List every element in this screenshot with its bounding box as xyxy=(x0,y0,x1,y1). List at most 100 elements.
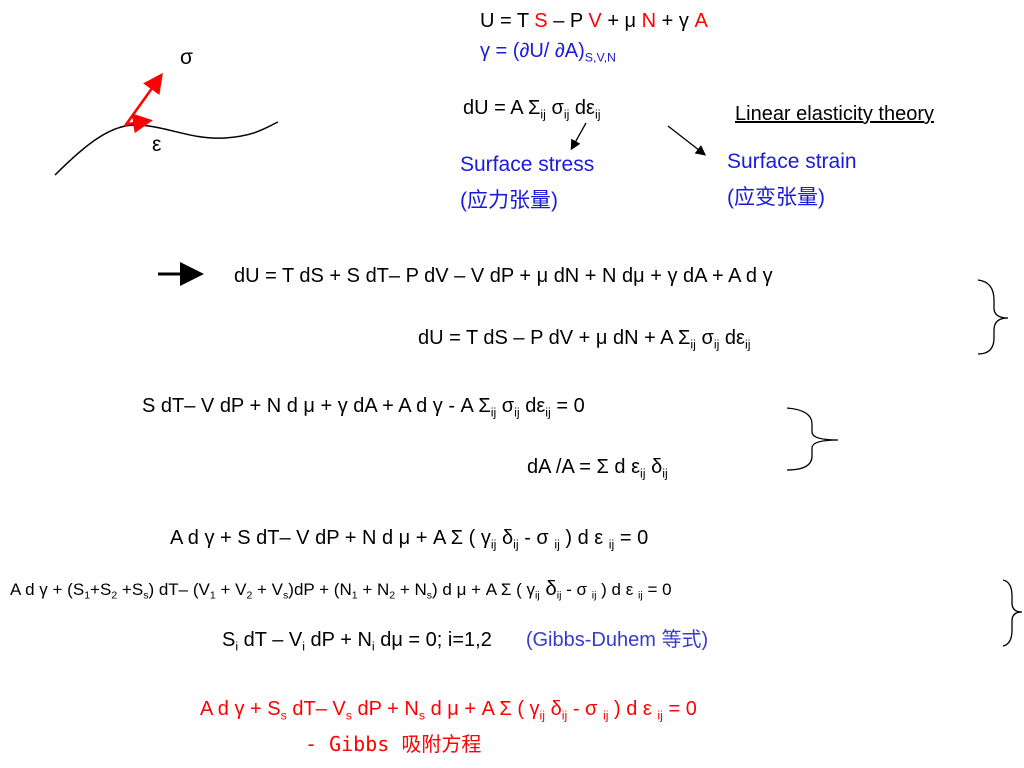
theory-title: Linear elasticity theory xyxy=(735,103,934,125)
eq-subscript: 1 xyxy=(84,589,91,602)
equation-8-gibbs-adsorption: A d γ + Ss dT– Vs dP + Ns d μ + A Σ ( γi… xyxy=(200,698,697,723)
eq-subscript: ij xyxy=(540,107,546,122)
energy-equation: U = T S – P V + μ N + γ A xyxy=(480,10,708,33)
sigma-arrow xyxy=(123,72,163,127)
eq-part: = 0 xyxy=(614,527,649,549)
eq-part: + V xyxy=(215,580,247,599)
epsilon-arrow xyxy=(127,113,153,134)
eq-part: σ xyxy=(496,395,515,417)
eq-subscript: ij xyxy=(713,337,720,352)
eq-part: ) dT– (V xyxy=(148,580,210,599)
eq-subscript: ij xyxy=(638,589,643,602)
eq-part: + μ xyxy=(601,10,642,32)
eq-part: σ xyxy=(695,327,714,349)
eq-subscript: 2 xyxy=(246,589,253,602)
eq-subscript: s xyxy=(280,708,287,723)
eq-subscript: s xyxy=(345,708,352,723)
eq-part: δ xyxy=(496,527,514,549)
eq-subscript: 2 xyxy=(389,589,396,602)
eq-subscript: ij xyxy=(744,337,751,352)
surface-strain-cn: (应变张量) xyxy=(727,186,825,209)
eq-part: + N xyxy=(357,580,390,599)
eq-part: = 0 xyxy=(642,580,672,599)
eq-subscript: 1 xyxy=(209,589,216,602)
eq-part: dT– V xyxy=(286,698,346,720)
eq-part: dT – V xyxy=(238,629,303,651)
eq-subscript: i xyxy=(302,639,305,654)
eq-subscript: ij xyxy=(591,589,597,602)
eq-part: ) d μ + A Σ ( γ xyxy=(432,580,536,599)
eq-subscript: ij xyxy=(490,405,497,420)
eq-part: δ xyxy=(645,456,663,478)
eq-part: A d γ + (S xyxy=(10,580,85,599)
eq-subscript: ij xyxy=(513,537,519,552)
surface-stress-cn: (应力张量) xyxy=(460,189,558,212)
equation-6: A d γ + (S1+S2 +Ss) dT– (V1 + V2 + Vs)dP… xyxy=(10,578,672,601)
eq-subscript: S,V,N xyxy=(584,50,617,65)
eq-part: dε xyxy=(719,327,745,349)
gibbs-duhem-note: (Gibbs-Duhem 等式) xyxy=(525,629,709,651)
eq-part: σ xyxy=(545,97,564,119)
equation-1: dU = T dS + S dT– P dV – V dP + μ dN + N… xyxy=(234,265,773,287)
eq-subscript: ij xyxy=(640,466,646,481)
eq-subscript: 2 xyxy=(111,589,118,602)
eq-subscript: ij xyxy=(662,466,668,481)
eq-part: - σ xyxy=(567,698,603,720)
eq-part: )dP + (N xyxy=(288,580,352,599)
eq-part: dP + N xyxy=(305,629,372,651)
eq-part: + V xyxy=(252,580,284,599)
eq-part: A d γ + S xyxy=(200,698,281,720)
eq-var-S: S xyxy=(534,10,548,32)
brace-2 xyxy=(786,407,839,471)
eq-part: dε xyxy=(569,97,595,119)
equation-5: A d γ + S dT– V dP + N d μ + A Σ ( γij δ… xyxy=(170,527,649,552)
equation-4: dA /A = Σ d εij δij xyxy=(527,456,668,481)
eq-subscript: i xyxy=(235,639,239,654)
strain-arrow xyxy=(667,125,707,156)
eq-part: U = T xyxy=(480,10,535,32)
eq-subscript: ij xyxy=(561,708,568,723)
eq-subscript: 1 xyxy=(351,589,358,602)
eq-subscript: s xyxy=(283,589,289,602)
eq-subscript: ij xyxy=(657,708,663,723)
eq-subscript: ij xyxy=(690,337,696,352)
eq-part: + N xyxy=(395,580,427,599)
surface-curve xyxy=(54,121,279,176)
eq-subscript: ij xyxy=(539,708,546,723)
eq-part: δ xyxy=(545,698,562,720)
eq-subscript: ij xyxy=(594,107,601,122)
eq-part: +S xyxy=(117,580,144,599)
eq-part: ) d ε xyxy=(596,580,639,599)
gibbs-adsorption-label: - Gibbs 吸附方程 xyxy=(305,732,482,756)
eq-part: + γ xyxy=(656,10,695,32)
eq-subscript: ij xyxy=(554,537,560,552)
eq-subscript: ij xyxy=(535,589,540,602)
elastic-du-equation: dU = A Σij σij dεij xyxy=(463,97,601,122)
eq-subscript: ij xyxy=(608,537,615,552)
eq-var-A: A xyxy=(694,10,708,32)
equation-7: Si dT – Vi dP + Ni dμ = 0; i=1,2(Gibbs-D… xyxy=(222,623,709,654)
eq-part: - σ xyxy=(518,527,555,549)
eq-subscript: s xyxy=(426,589,433,602)
eq-part: δ xyxy=(539,578,557,600)
eq-part: dε xyxy=(519,395,546,417)
eq-subscript: s xyxy=(418,708,426,723)
eq-part: +S xyxy=(90,580,112,599)
eq-part: A d γ + S dT– V dP + N d μ + A Σ ( γ xyxy=(170,527,491,549)
gamma-definition: γ = (∂U/ ∂A)S,V,N xyxy=(480,40,617,65)
eq-var-V: V xyxy=(588,10,602,32)
eq-part: γ = (∂U/ ∂A) xyxy=(480,40,585,62)
eq-subscript: s xyxy=(143,589,149,602)
eq-part: ) d ε xyxy=(608,698,658,720)
eq-subscript: ij xyxy=(490,537,497,552)
eq-part: S dT– V dP + N d μ + γ dA + A d γ - A Σ xyxy=(142,395,491,417)
stress-arrow xyxy=(570,122,587,151)
eq-part: S xyxy=(222,629,236,651)
sigma-label: σ xyxy=(180,46,193,69)
eq-part: = 0 xyxy=(550,395,585,417)
eq-subscript: ij xyxy=(602,708,609,723)
eq-part: ) d ε xyxy=(559,527,609,549)
eq-part: dμ = 0; i=1,2 xyxy=(374,629,492,651)
